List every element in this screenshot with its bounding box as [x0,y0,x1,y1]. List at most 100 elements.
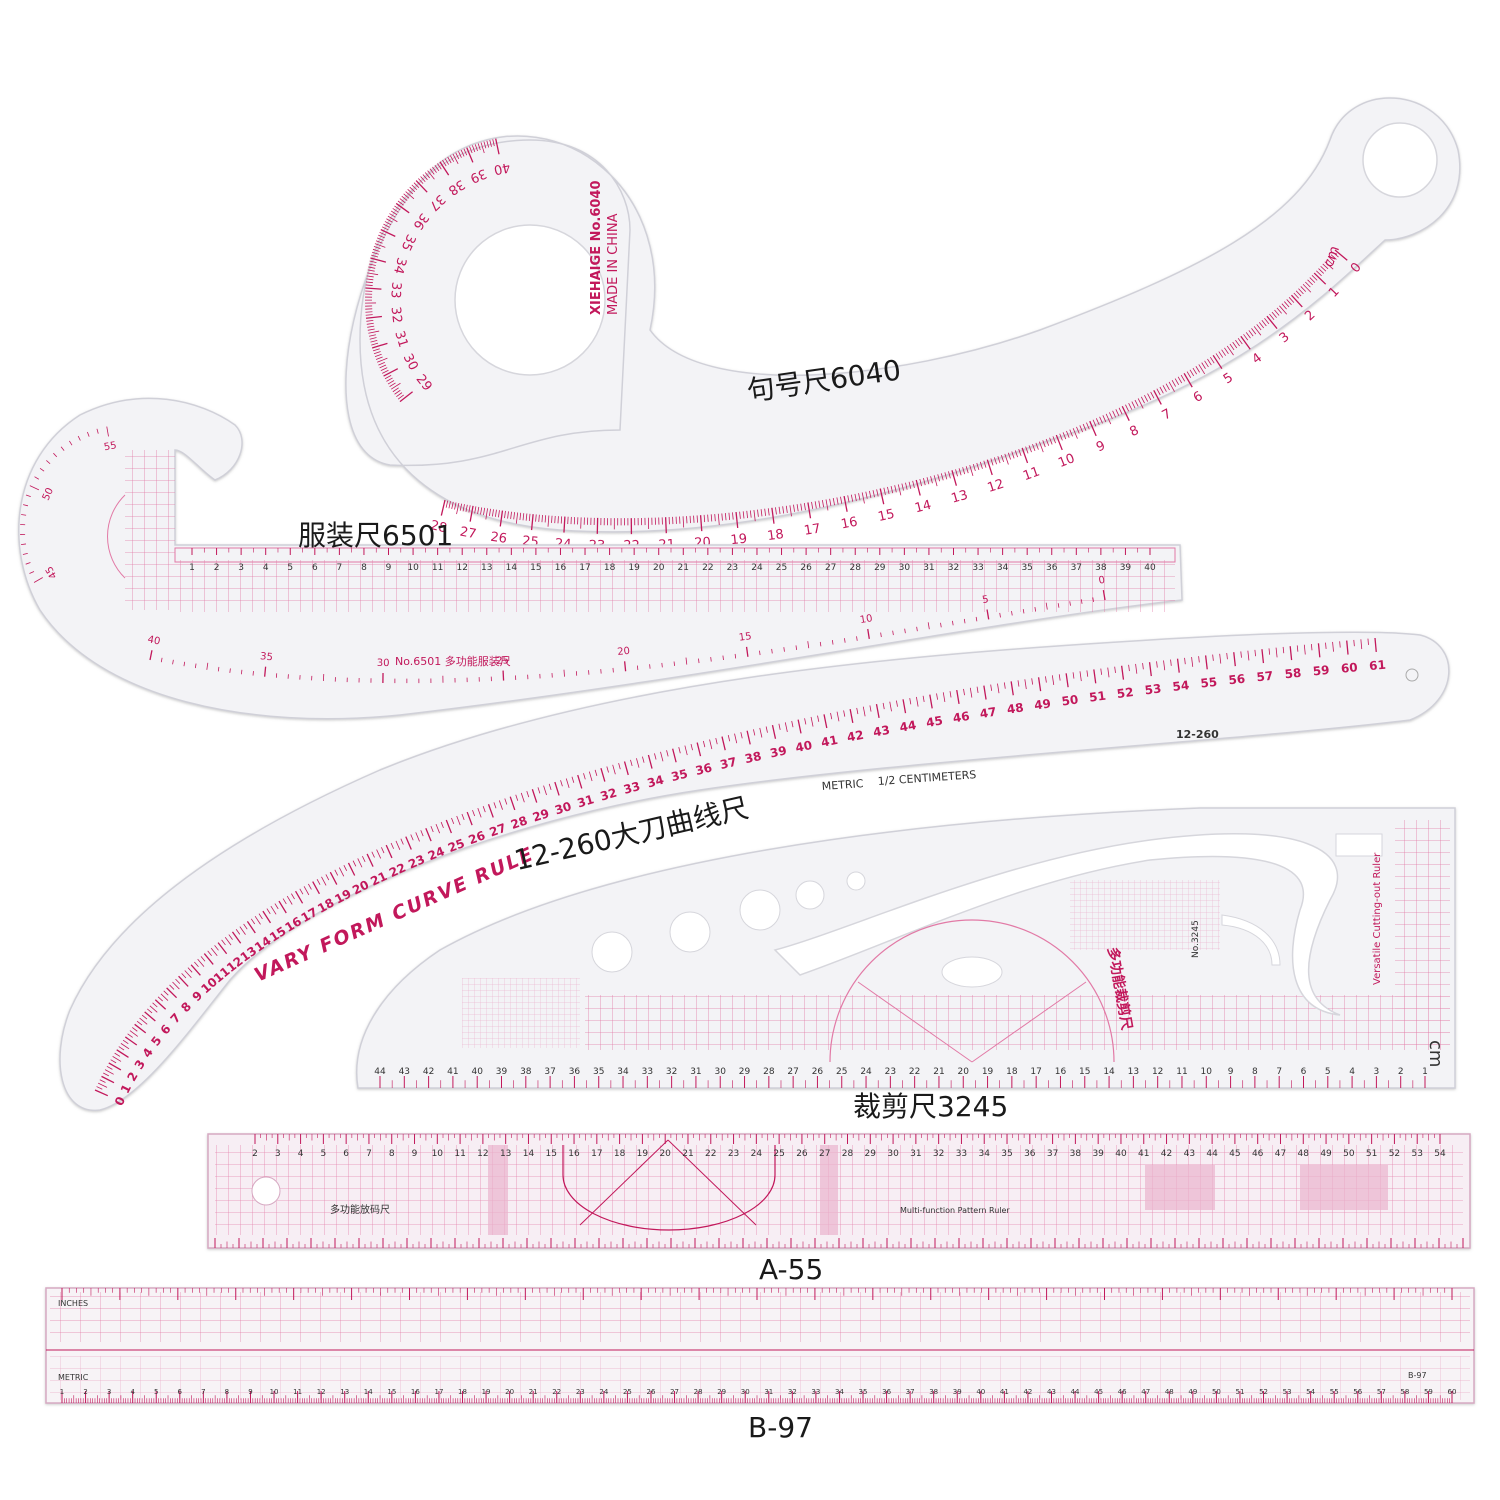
tick-mark [963,618,966,624]
tick-mark [367,325,375,328]
ruler-3245-unit: cm [1425,1040,1446,1067]
tick-mark [1017,680,1020,687]
tick-mark [696,515,698,523]
tick-mark [382,369,389,374]
scale-number: 8 [1252,1067,1258,1077]
tick-mark [1121,405,1130,421]
tick-mark [745,646,749,657]
tick-mark [352,860,357,867]
tick-mark [940,473,944,481]
tick-mark [452,153,459,164]
tick-mark [368,266,376,269]
ruler-b97-grid-bottom [50,1356,1470,1400]
tick-mark [830,712,833,720]
tick-mark [1086,422,1090,430]
ruler-a55-diag-a [579,1139,669,1226]
tick-mark [386,377,393,382]
tick-mark [1275,647,1278,658]
tick-mark [1316,270,1322,277]
tick-mark [778,723,781,730]
tick-mark [734,733,738,744]
tick-mark [1165,383,1170,391]
scale-number: 19 [628,563,640,573]
tick-mark [929,694,933,709]
tick-mark [685,657,688,665]
tick-mark [33,577,43,583]
scale-number: 52 [1116,685,1134,701]
scale-number: 17 [803,521,822,538]
ruler-b97-grid-top [50,1292,1470,1342]
tick-mark [144,1011,156,1022]
scale-number: 20 [653,563,665,573]
tick-mark [1288,297,1295,303]
tick-mark [329,871,338,885]
tick-mark [110,1059,117,1064]
ruler-a55-label-en: Multi-function Pattern Ruler [900,1206,1010,1215]
scale-number: 23 [728,1149,739,1159]
tick-mark [460,149,465,157]
tick-mark [1266,315,1278,330]
tick-mark [101,1075,115,1084]
scale-number: 10 [407,563,419,573]
scale-number: 32 [933,1149,944,1159]
scale-number: 34 [646,773,666,791]
ruler-3245-arc-slot [1221,914,1281,966]
tick-mark [682,516,685,528]
tick-mark [1168,381,1175,392]
tick-mark [902,699,907,714]
ruler-a55-grid-dense-1 [488,1145,508,1235]
tick-mark [430,825,434,833]
tick-mark [390,842,394,849]
tick-mark [936,693,938,700]
ruler-3245-protractor-line-b [971,981,1087,1063]
tick-mark [197,958,205,967]
tick-mark [462,504,465,512]
scale-number: 43 [399,1067,410,1077]
scale-number: 28 [763,1067,775,1077]
scale-number: 31 [391,329,410,349]
scale-number: 12 [1152,1067,1163,1077]
tick-mark [1174,378,1180,385]
tick-mark [1226,652,1228,660]
tick-mark [1125,404,1129,412]
tick-mark [316,878,321,885]
scale-number: 40 [976,1388,985,1396]
tick-mark [1021,447,1029,464]
tick-mark [1245,332,1251,339]
tick-mark [243,923,248,930]
tick-mark [456,502,460,515]
tick-mark [389,213,396,218]
tick-mark [451,817,455,825]
scale-number: 22 [702,563,713,573]
scale-number: 40 [1144,563,1156,573]
scale-number: 35 [1021,563,1032,573]
tick-mark [1153,390,1162,405]
tick-mark [477,506,480,515]
tick-mark [976,686,979,694]
tick-mark [46,460,51,465]
ruler-12-260-body [59,631,1450,1111]
scale-number: 11 [454,1149,465,1159]
tick-mark [905,482,908,490]
tick-mark [760,509,763,517]
tick-mark [535,514,537,522]
tick-mark [455,152,460,160]
tick-mark [797,719,802,734]
tick-mark [922,695,925,703]
tick-mark [169,984,175,990]
tick-mark [99,1079,106,1083]
tick-mark [343,865,348,872]
tick-mark [1144,395,1149,402]
tick-mark [371,342,388,349]
tick-mark [1184,657,1186,665]
tick-mark [392,387,399,393]
tick-mark [1322,263,1329,270]
tick-mark [1115,409,1120,417]
tick-mark [221,939,226,946]
scale-number: 28 [842,1149,854,1159]
scale-number: 9 [386,563,392,573]
tick-mark [563,669,565,677]
scale-number: 7 [1160,406,1174,423]
scale-number: 5 [981,594,989,606]
tick-mark [997,456,1001,464]
